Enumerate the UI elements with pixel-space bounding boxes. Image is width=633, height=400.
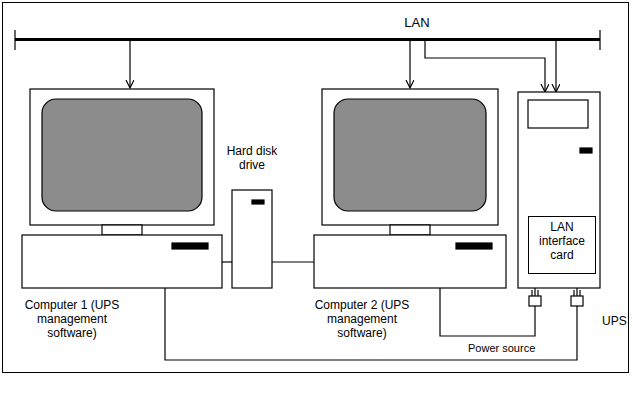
lan-arrow bbox=[409, 41, 410, 88]
lan-arrow bbox=[555, 41, 556, 92]
node-label: UPS bbox=[602, 314, 632, 328]
hard-disk: Hard disk drive bbox=[232, 190, 272, 288]
lan-bus: LAN bbox=[15, 38, 600, 41]
lan-arrow bbox=[129, 41, 130, 88]
cable-line bbox=[222, 261, 232, 262]
node-label: Computer 1 (UPS management software) bbox=[16, 298, 128, 340]
interface-card: LAN interface card bbox=[528, 216, 596, 274]
lan-arrow bbox=[425, 41, 545, 92]
card-label: LAN interface card bbox=[532, 220, 592, 262]
node-label: LAN bbox=[395, 16, 439, 30]
computer-drawing bbox=[314, 89, 506, 288]
cable-line bbox=[165, 288, 577, 360]
disk-drawing bbox=[232, 190, 272, 288]
ups: UPSLAN interface card bbox=[518, 92, 600, 288]
node-label: Computer 2 (UPS management software) bbox=[306, 298, 418, 340]
cable-line bbox=[272, 261, 314, 262]
computer: Computer 2 (UPS management software) bbox=[314, 88, 506, 288]
frame bbox=[3, 3, 629, 373]
node-label: Hard disk drive bbox=[221, 144, 283, 172]
power-socket bbox=[529, 290, 541, 306]
computer-drawing bbox=[22, 89, 222, 288]
computer: Computer 1 (UPS management software) bbox=[22, 88, 222, 288]
ups-drawing bbox=[518, 92, 600, 288]
power-label: Power source bbox=[468, 341, 535, 355]
cable-line bbox=[440, 288, 535, 336]
power-socket bbox=[571, 290, 583, 306]
